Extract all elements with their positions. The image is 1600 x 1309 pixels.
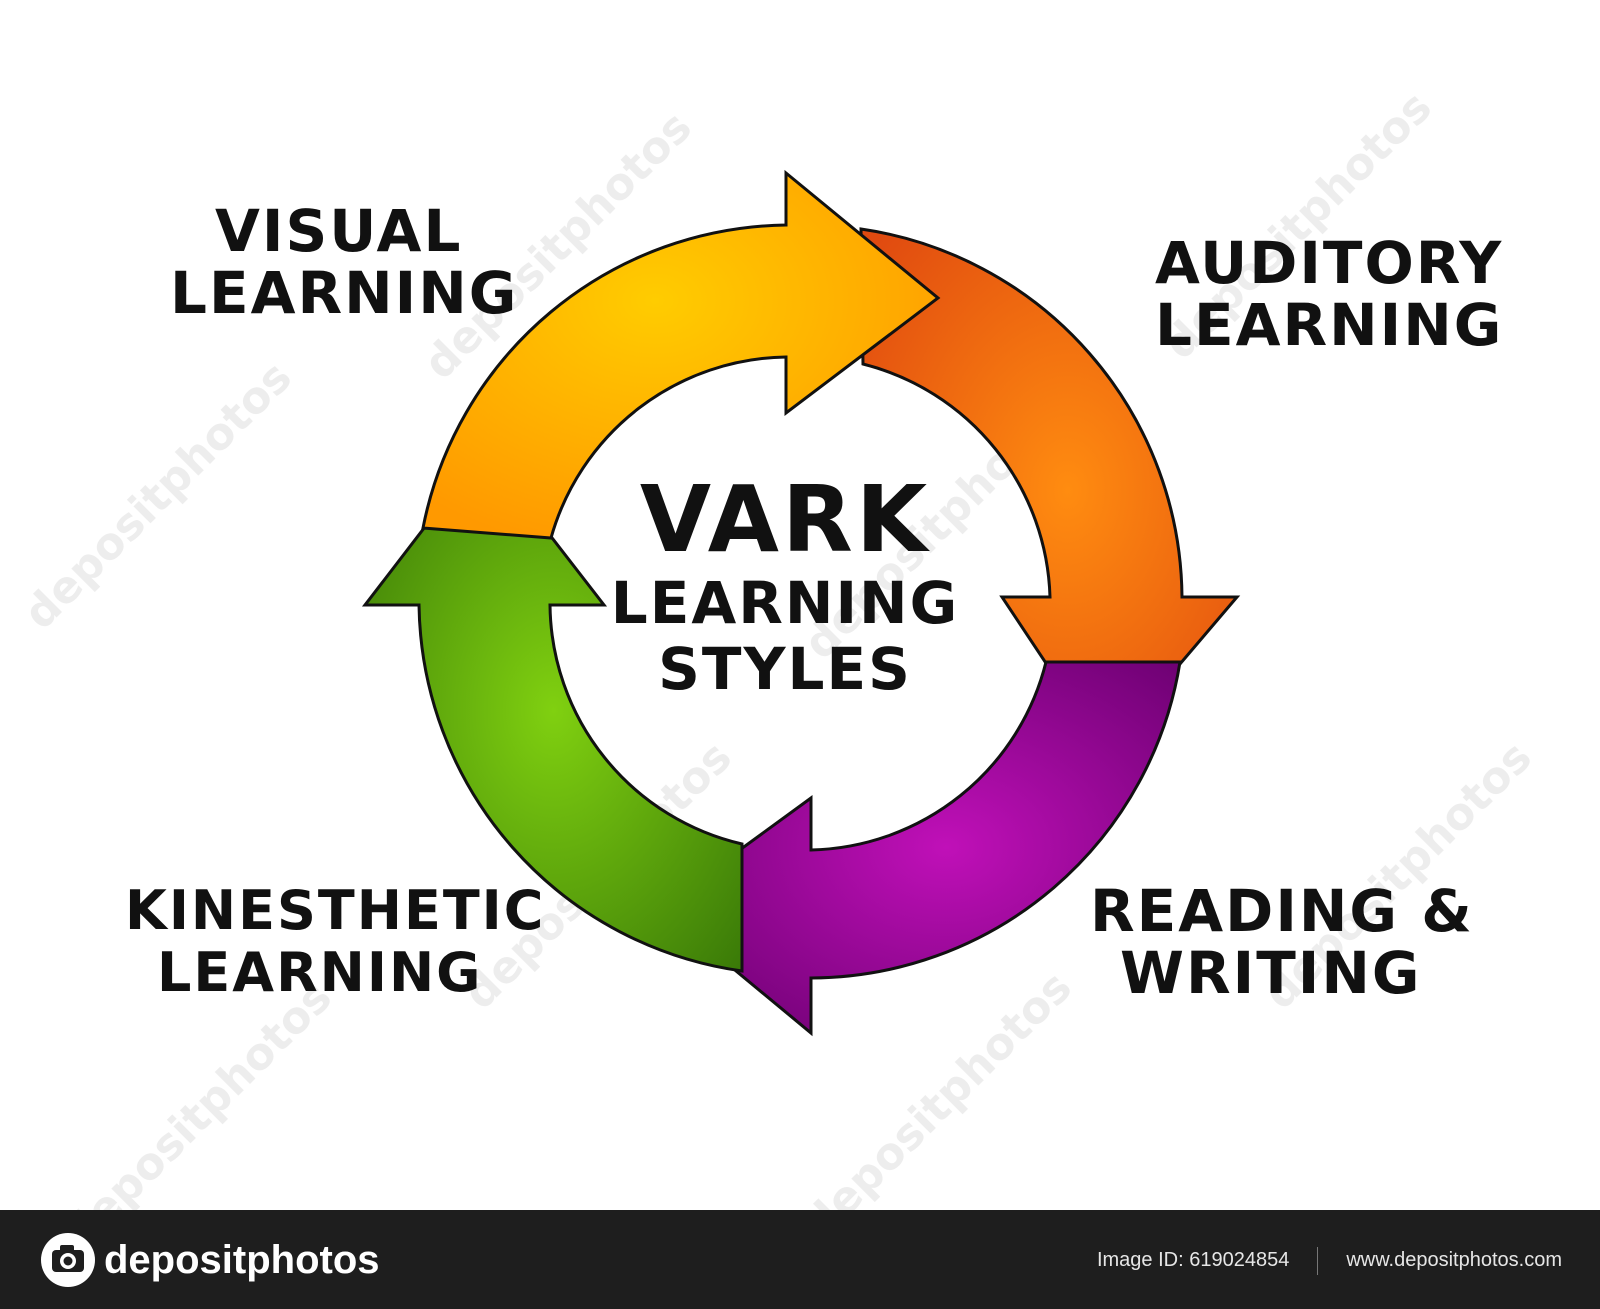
arrow-auditory <box>859 227 1241 755</box>
label-kinesthetic-learning: KINESTHETIC LEARNING <box>125 880 545 1004</box>
arrow-visual <box>421 169 941 540</box>
footer-bar: depositphotos Image ID: 619024854 www.dep… <box>0 1210 1600 1309</box>
center-title-line1: VARK <box>639 466 931 573</box>
center-title: VARK LEARNING STYLES <box>560 466 1010 703</box>
label-line: VISUAL <box>215 197 463 265</box>
cycle-graphic <box>361 169 1241 1037</box>
label-line: WRITING <box>1120 939 1422 1007</box>
label-line: LEARNING <box>170 259 519 327</box>
label-line: KINESTHETIC <box>125 879 546 942</box>
label-line: READING & <box>1090 877 1474 945</box>
brand-name: depositphotos <box>104 1238 380 1282</box>
label-line: LEARNING <box>1155 291 1504 359</box>
center-title-line2: LEARNING <box>610 569 960 637</box>
label-auditory-learning: AUDITORY LEARNING <box>1155 232 1503 356</box>
center-title-line3: STYLES <box>658 635 912 703</box>
label-reading-writing: READING & WRITING <box>1090 880 1474 1004</box>
label-visual-learning: VISUAL LEARNING <box>170 200 518 324</box>
divider <box>1317 1246 1319 1275</box>
label-line: AUDITORY <box>1155 229 1504 297</box>
image-id: Image ID: 619024854 <box>1096 1249 1290 1271</box>
label-line: LEARNING <box>157 941 483 1004</box>
arrow-kinesthetic <box>361 447 744 973</box>
site-url[interactable]: www.depositphotos.com <box>1346 1249 1562 1271</box>
arrow-reading-writing <box>657 660 1182 1037</box>
diagram-canvas: depositphotos depositphotos depositphoto… <box>14 82 1542 1260</box>
footer-meta: Image ID: 619024854 www.depositphotos.com <box>1097 1246 1562 1275</box>
camera-logo-icon <box>41 1233 95 1287</box>
